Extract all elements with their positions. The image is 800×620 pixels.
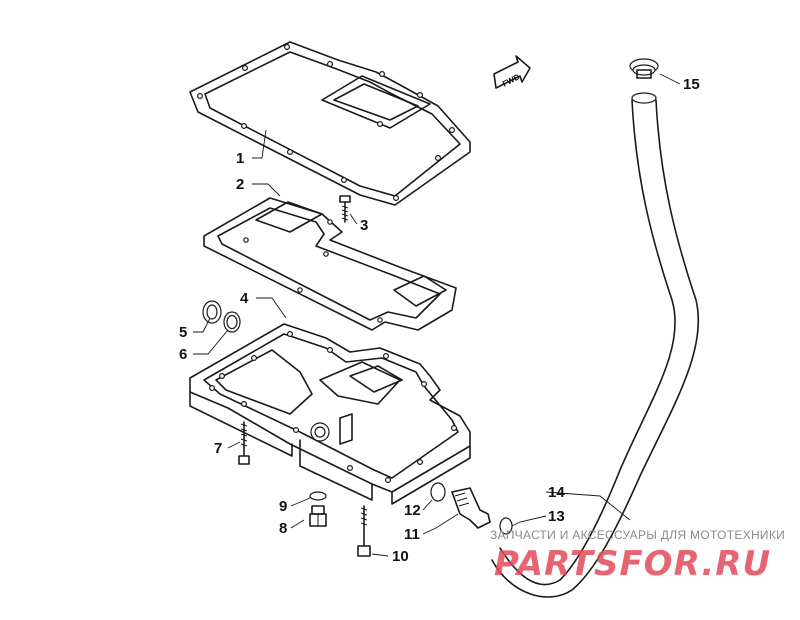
callout-4: 4 (240, 290, 249, 307)
part-14-hose (491, 92, 700, 598)
part-4-oil-pan (189, 323, 471, 505)
callout-2: 2 (236, 176, 244, 193)
part-10-bolt (357, 505, 371, 557)
callout-1: 1 (236, 150, 244, 167)
callout-labels: 1 2 3 4 5 6 7 8 9 10 11 12 13 14 15 (179, 76, 700, 565)
callout-8: 8 (279, 520, 287, 537)
part-2-plate (203, 197, 457, 331)
callout-15: 15 (683, 76, 700, 93)
callout-6: 6 (179, 346, 187, 363)
part-12-o-ring (430, 482, 446, 502)
callout-13: 13 (548, 508, 565, 525)
part-9-washer (309, 491, 327, 501)
part-3-bolt (339, 195, 351, 223)
part-11-fitting (451, 487, 491, 529)
watermark: ЗАПЧАСТИ И АКСЕССУАРЫ ДЛЯ МОТОТЕХНИКИ PA… (490, 528, 785, 584)
callout-12: 12 (404, 502, 421, 519)
forward-direction-arrow: FWD (493, 55, 531, 89)
callout-9: 9 (279, 498, 287, 515)
leader-lines (193, 73, 681, 557)
callout-3: 3 (360, 217, 368, 234)
watermark-logo: PARTSFOR.RU (494, 544, 771, 584)
part-7-bolt (238, 421, 250, 465)
callout-14: 14 (548, 484, 565, 501)
part-6-washer (223, 311, 241, 333)
part-5-plug (202, 300, 222, 324)
watermark-tagline: ЗАПЧАСТИ И АКСЕССУАРЫ ДЛЯ МОТОТЕХНИКИ (490, 528, 785, 542)
part-15-clamp (629, 58, 659, 79)
callout-11: 11 (404, 526, 420, 543)
part-1-gasket (189, 41, 471, 206)
fwd-label: FWD (501, 72, 522, 89)
callout-7: 7 (214, 440, 222, 457)
callout-10: 10 (392, 548, 409, 565)
part-8-drain-plug (309, 505, 327, 527)
callout-5: 5 (179, 324, 187, 341)
